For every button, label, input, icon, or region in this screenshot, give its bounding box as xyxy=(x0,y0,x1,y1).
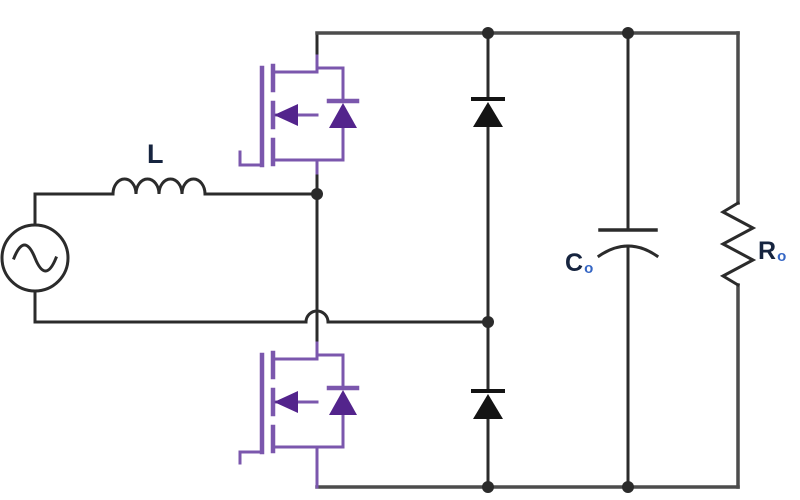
junction-phase-node xyxy=(311,188,323,200)
diode-top-triangle xyxy=(473,102,503,127)
junction-bottom-rail-capacitor xyxy=(622,481,634,493)
junction-return-diode-midpoint xyxy=(482,316,494,328)
low-side-mosfet xyxy=(240,343,357,460)
ac-source-sine-icon xyxy=(12,243,58,273)
capacitor-label: C o xyxy=(565,249,594,277)
capacitor-label-main: C xyxy=(565,249,584,277)
inductor-label: L xyxy=(147,139,164,169)
diode-bottom-triangle xyxy=(473,394,503,419)
wire-source-to-inductor xyxy=(33,192,115,228)
resistor-label: R o xyxy=(758,237,787,265)
high-side-mosfet xyxy=(240,56,357,173)
junction-bottom-rail-diode xyxy=(482,481,494,493)
resistor-label-main: R xyxy=(758,237,777,265)
capacitor-label-sub: o xyxy=(584,260,594,277)
inductor-coil xyxy=(111,177,207,196)
resistor-label-sub: o xyxy=(777,248,787,265)
resistor-zigzag xyxy=(719,200,757,288)
wire-return-with-hop xyxy=(33,289,490,324)
junction-top-rail-capacitor xyxy=(622,27,634,39)
capacitor-curved-plate xyxy=(596,244,660,259)
junction-top-rail-diode xyxy=(482,27,494,39)
